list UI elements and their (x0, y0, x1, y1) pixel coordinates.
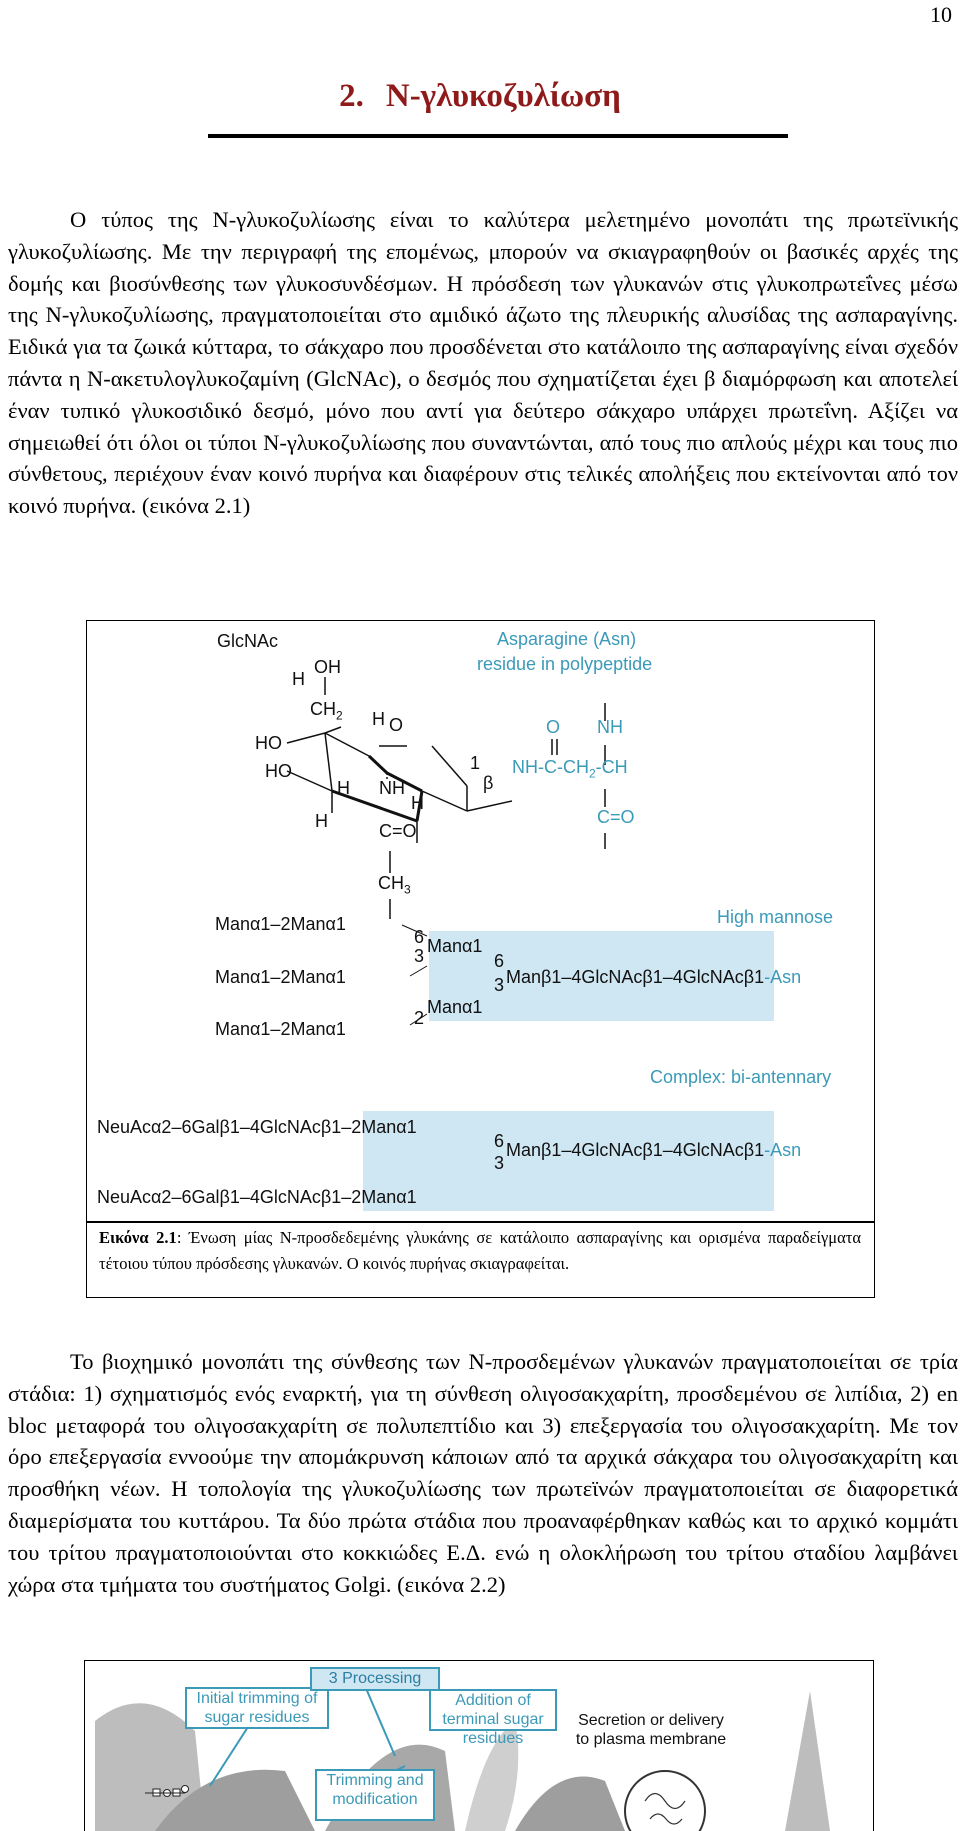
section-heading: 2. N-γλυκοζυλίωση (0, 78, 960, 115)
atom-co-asn: C=O (597, 807, 635, 827)
atom-ch2: CH2 (310, 699, 343, 723)
hm-branch-1: Manα1–2Manα1 (215, 914, 346, 934)
atom-h-right: H (411, 793, 424, 813)
atom-o-ring: O (389, 715, 404, 735)
figure-2-2: Initial trimming of sugar residues 3 Pro… (84, 1660, 874, 1831)
atom-ho-1: HO (255, 733, 282, 753)
golgi-illustration (95, 1685, 830, 1831)
page-number: 10 (930, 2, 952, 27)
hm-pos-6b: 6 (494, 951, 505, 971)
atom-h-left: H (315, 811, 328, 831)
atom-o-asn: O (546, 717, 561, 737)
high-mannose-label: High mannose (717, 907, 834, 927)
complex-core-chain: Manβ1–4GlcNAcβ1–4GlcNAcβ1-Asn (506, 1140, 802, 1160)
hm-pos-3b: 3 (494, 975, 505, 995)
hm-branch-3: Manα1–2Manα1 (215, 1019, 346, 1039)
beta-label: β (483, 773, 494, 793)
atom-c-eq-o: C=O (379, 821, 417, 841)
atom-nh: NH (379, 778, 405, 798)
caption-divider (87, 1221, 874, 1223)
hm-man-lower: Manα1 (427, 997, 483, 1017)
asn-label-line1: Asparagine (Asn) (497, 629, 637, 649)
heading-rule (208, 134, 788, 138)
caption-text: : Ένωση μίας Ν-προσδεδεμένης γλυκάνης σε… (99, 1228, 861, 1273)
processing-label: 3 Processing (310, 1667, 440, 1691)
section-title: N-γλυκοζυλίωση (385, 78, 621, 114)
hm-pos-2: 2 (414, 1008, 425, 1028)
complex-pos-6: 6 (494, 1131, 505, 1151)
hm-pos-6a: 6 (414, 927, 425, 947)
atom-oh-top: OH (314, 657, 341, 677)
asn-chain: NH-C-CH2-CH (512, 757, 628, 781)
atom-ho-2: HO (265, 761, 292, 781)
complex-label: Complex: bi-antennary (650, 1067, 832, 1087)
atom-h-bottom: H (337, 778, 350, 798)
atom-ch3: CH3 (378, 873, 411, 897)
hm-pos-3a: 3 (414, 946, 425, 966)
atom-h-o: H (372, 709, 385, 729)
paragraph-pathway: Το βιοχημικό μονοπάτι της σύνθεσης των Ν… (8, 1349, 958, 1597)
secretion-label: Secretion or delivery to plasma membrane (575, 1712, 727, 1748)
asn-label-line2: residue in polypeptide (477, 654, 653, 674)
caption-label: Εικόνα 2.1 (99, 1228, 177, 1247)
section-number: 2. (339, 78, 364, 114)
paragraph-intro: Ο τύπος της Ν-γλυκοζυλίωσης είναι το καλ… (8, 207, 958, 519)
atom-c1: 1 (470, 753, 481, 773)
hm-man-upper: Manα1 (427, 936, 483, 956)
hm-core-chain: Manβ1–4GlcNAcβ1–4GlcNAcβ1-Asn (506, 967, 802, 987)
trimming-modification-label: Trimming and modification (315, 1769, 435, 1821)
figure-2-1: GlcNAc Asparagine (Asn) residue in polyp… (86, 620, 875, 1298)
core-box-complex (363, 1111, 774, 1211)
figure-2-1-caption: Εικόνα 2.1: Ένωση μίας Ν-προσδεδεμένης γ… (99, 1225, 861, 1277)
atom-h-top: H (292, 669, 305, 689)
addition-terminal-label: Addition of terminal sugar residues (429, 1689, 557, 1747)
glcnac-asn-structure-bonds (286, 677, 606, 1179)
initial-trimming-label: Initial trimming of sugar residues (185, 1687, 329, 1729)
hm-branch-2: Manα1–2Manα1 (215, 967, 346, 987)
core-box-high-mannose (429, 931, 774, 1021)
atom-nh-asn: NH (597, 717, 623, 737)
glcnac-label: GlcNAc (217, 631, 279, 651)
complex-pos-3: 3 (494, 1153, 505, 1173)
